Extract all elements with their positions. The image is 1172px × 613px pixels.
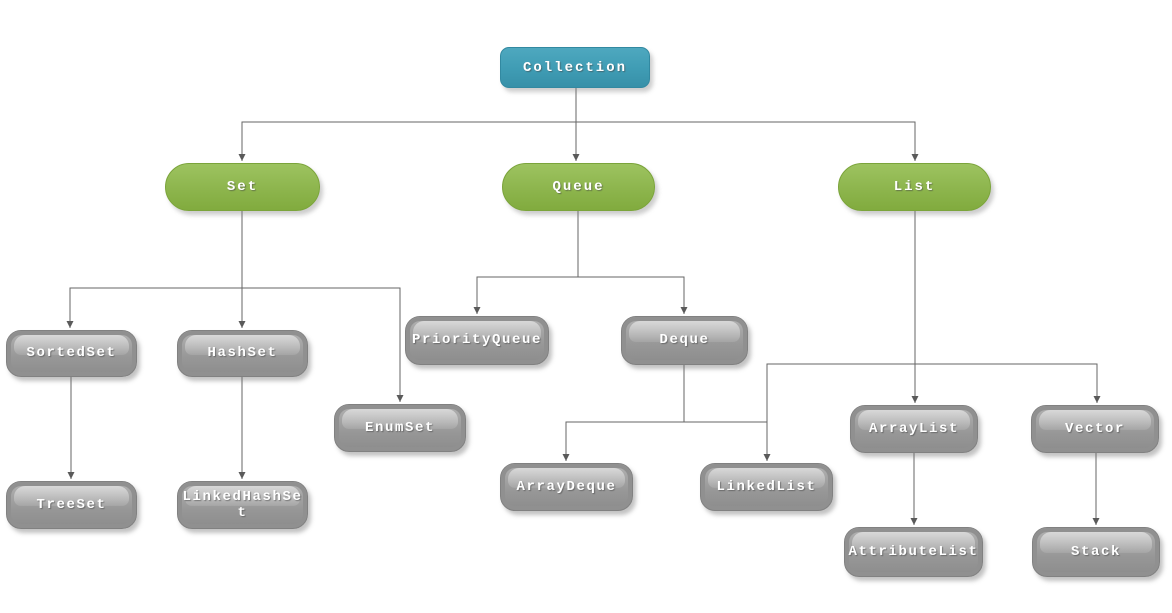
node-attributelist[interactable]: AttributeList <box>844 527 983 577</box>
node-vector[interactable]: Vector <box>1031 405 1159 453</box>
node-sortedset-label: SortedSet <box>26 345 117 362</box>
node-deque-label: Deque <box>659 332 710 349</box>
node-attributelist-label: AttributeList <box>848 543 979 560</box>
node-arraydeque-label: ArrayDeque <box>516 478 617 495</box>
node-sortedset[interactable]: SortedSet <box>6 330 137 377</box>
node-enumset[interactable]: EnumSet <box>334 404 466 452</box>
node-stack[interactable]: Stack <box>1032 527 1160 577</box>
node-hashset-label: HashSet <box>207 345 278 362</box>
node-collection-label: Collection <box>522 59 627 76</box>
node-deque[interactable]: Deque <box>621 316 748 365</box>
node-list[interactable]: List <box>838 163 991 211</box>
node-vector-label: Vector <box>1064 420 1125 437</box>
node-priorityqueue-label: PriorityQueue <box>411 332 543 349</box>
node-enumset-label: EnumSet <box>364 419 435 436</box>
node-list-label: List <box>893 179 936 195</box>
node-linkedhashset[interactable]: LinkedHashSet <box>177 481 308 529</box>
node-arraylist[interactable]: ArrayList <box>850 405 978 453</box>
node-set-label: Set <box>226 179 259 195</box>
node-queue-label: Queue <box>552 179 605 195</box>
node-set[interactable]: Set <box>165 163 320 211</box>
node-hashset[interactable]: HashSet <box>177 330 308 377</box>
node-priorityqueue[interactable]: PriorityQueue <box>405 316 549 365</box>
node-treeset-label: TreeSet <box>36 496 107 513</box>
node-linkedhashset-label: LinkedHashSet <box>182 488 303 521</box>
node-arraylist-label: ArrayList <box>868 420 959 437</box>
node-queue[interactable]: Queue <box>502 163 655 211</box>
node-treeset[interactable]: TreeSet <box>6 481 137 529</box>
node-collection[interactable]: Collection <box>500 47 650 88</box>
node-arraydeque[interactable]: ArrayDeque <box>500 463 633 511</box>
node-linkedlist[interactable]: LinkedList <box>700 463 833 511</box>
node-linkedlist-label: LinkedList <box>716 478 817 495</box>
node-stack-label: Stack <box>1070 543 1121 560</box>
